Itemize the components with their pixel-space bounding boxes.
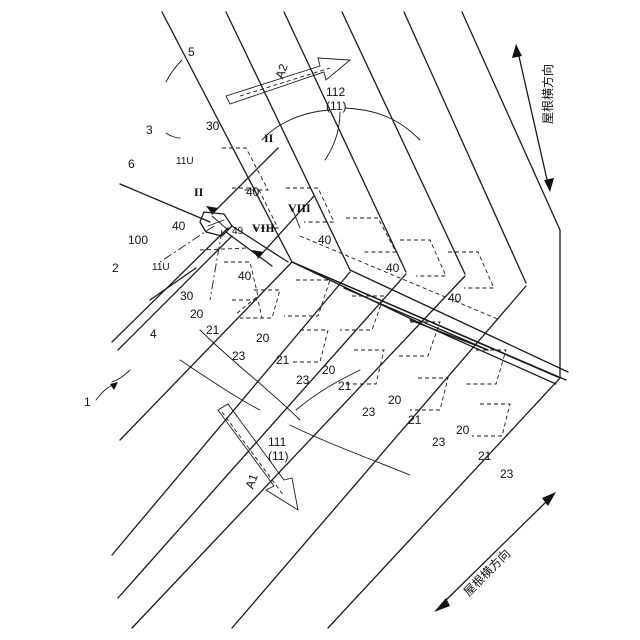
label-11u-left: 11U <box>152 262 170 273</box>
label-111: 111 <box>268 435 287 449</box>
label-21-3: 21 <box>338 379 352 393</box>
label-23-1: 23 <box>232 349 246 363</box>
label-40-1: 40 <box>172 219 186 233</box>
label-21-5: 21 <box>478 449 492 463</box>
label-a2: A2 <box>273 62 291 81</box>
label-40-4: 40 <box>318 233 332 247</box>
label-100: 100 <box>128 233 148 247</box>
label-23-4: 23 <box>432 435 446 449</box>
label-fig: 1 <box>84 395 91 409</box>
label-5: 5 <box>188 45 195 59</box>
label-11-lower: (11) <box>268 449 288 463</box>
label-2: 2 <box>112 261 119 275</box>
label-4: 4 <box>150 327 157 341</box>
label-40-3: 40 <box>238 269 252 283</box>
ridge-cover <box>112 184 288 350</box>
label-section-viii: VIII <box>288 201 311 215</box>
label-40-5: 40 <box>386 261 400 275</box>
label-20-5: 20 <box>456 423 470 437</box>
label-20-3: 20 <box>322 363 336 377</box>
label-21-2: 21 <box>276 353 290 367</box>
label-49: 49 <box>232 226 244 237</box>
label-a1: A1 <box>243 472 261 491</box>
label-6: 6 <box>128 157 135 171</box>
label-21-1: 21 <box>206 323 220 337</box>
label-20-1: 20 <box>190 307 204 321</box>
label-40-6: 40 <box>448 291 462 305</box>
upper-slope-panels <box>162 12 568 380</box>
label-40-2: 40 <box>246 185 260 199</box>
label-roof-direction-right: 屋根横方向 <box>540 64 555 124</box>
label-23-3: 23 <box>362 405 376 419</box>
label-11-upper: (11) <box>326 99 346 113</box>
label-section-ii-b: II <box>194 185 204 199</box>
label-30-top: 30 <box>206 119 220 133</box>
label-112: 112 <box>326 85 345 99</box>
label-23-2: 23 <box>296 373 310 387</box>
label-section-viii-b: VIII <box>252 221 275 235</box>
label-20-4: 20 <box>388 393 402 407</box>
label-20-2: 20 <box>256 331 270 345</box>
label-section-ii: II <box>264 131 274 145</box>
label-3: 3 <box>146 123 153 137</box>
label-roof-direction-bottom: 屋根横方向 <box>460 546 513 599</box>
label-21-4: 21 <box>408 413 422 427</box>
label-11u-top: 11U <box>176 156 194 167</box>
label-30-left: 30 <box>180 289 194 303</box>
label-23-5: 23 <box>500 467 514 481</box>
roof-direction-arrow-bottom <box>434 492 556 612</box>
